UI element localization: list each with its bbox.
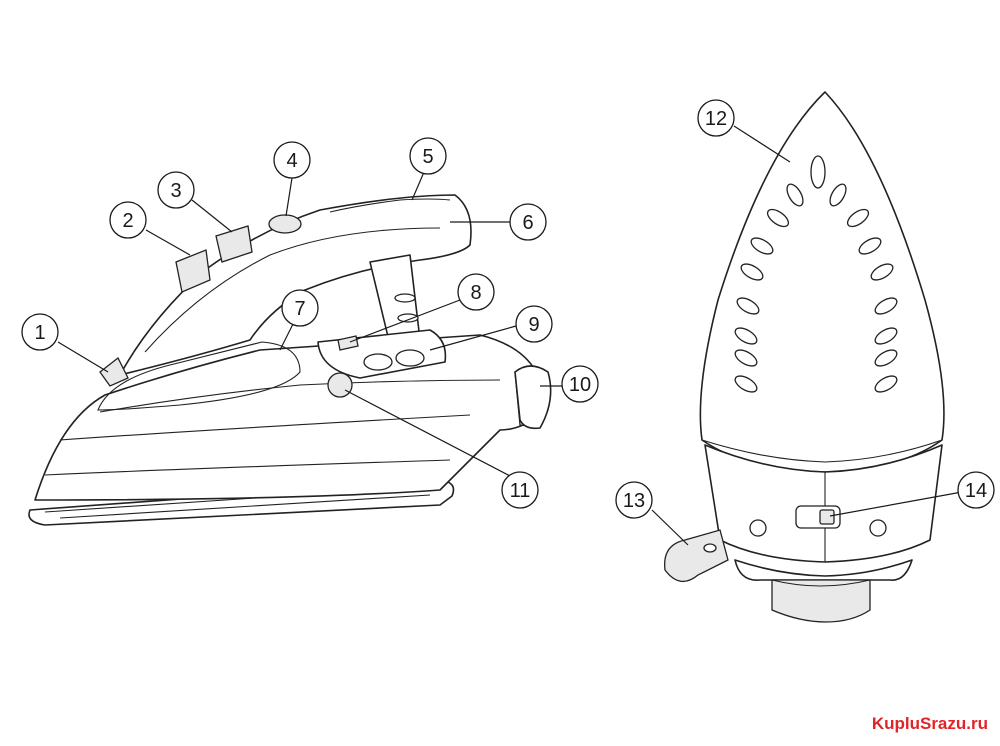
soleplate-outline — [699, 91, 945, 473]
iron-body-shell — [34, 334, 541, 501]
callout-12: 12 — [697, 99, 735, 137]
water-tank — [97, 341, 301, 411]
callout-7: 7 — [281, 289, 319, 327]
callout-8: 8 — [457, 273, 495, 311]
callout-14: 14 — [957, 471, 995, 509]
switch-toggle — [819, 509, 835, 525]
svg-text:11: 11 — [510, 480, 531, 502]
svg-text:12: 12 — [705, 108, 727, 130]
callout-13: 13 — [615, 481, 653, 519]
svg-text:14: 14 — [965, 480, 987, 502]
heel-skirt — [734, 559, 913, 581]
spray-button — [175, 249, 211, 293]
callout-4: 4 — [273, 141, 311, 179]
callout-3: 3 — [157, 171, 195, 209]
callout-1: 1 — [21, 313, 59, 351]
indicator-light — [337, 335, 359, 351]
svg-text:4: 4 — [286, 150, 297, 172]
svg-text:1: 1 — [34, 322, 45, 344]
cord-outlet — [514, 365, 552, 430]
svg-text:7: 7 — [294, 298, 305, 320]
steam-shot-button — [215, 225, 253, 263]
svg-text:5: 5 — [422, 146, 433, 168]
svg-text:2: 2 — [122, 210, 133, 232]
leader-lines — [57, 125, 963, 546]
svg-text:9: 9 — [528, 314, 539, 336]
svg-text:13: 13 — [623, 490, 645, 512]
svg-text:6: 6 — [522, 212, 533, 234]
temperature-knob — [327, 372, 353, 398]
svg-text:3: 3 — [170, 180, 181, 202]
handle — [119, 194, 472, 376]
callout-5: 5 — [409, 137, 447, 175]
callout-10: 10 — [561, 365, 599, 403]
spray-nozzle — [99, 357, 129, 387]
callout-2: 2 — [109, 201, 147, 239]
iron-side-view — [28, 194, 552, 526]
callout-6: 6 — [509, 203, 547, 241]
watermark: KupluSrazu.ru — [871, 714, 988, 733]
callout-9: 9 — [515, 305, 553, 343]
steam-dial — [268, 214, 302, 234]
svg-text:10: 10 — [569, 374, 591, 396]
steam-holes — [734, 155, 898, 393]
callout-11: 11 — [501, 471, 539, 509]
nozzle-cap — [664, 529, 729, 582]
iron-bottom-view — [664, 91, 945, 623]
cord-outlet-bottom — [771, 579, 871, 623]
svg-text:8: 8 — [470, 282, 481, 304]
